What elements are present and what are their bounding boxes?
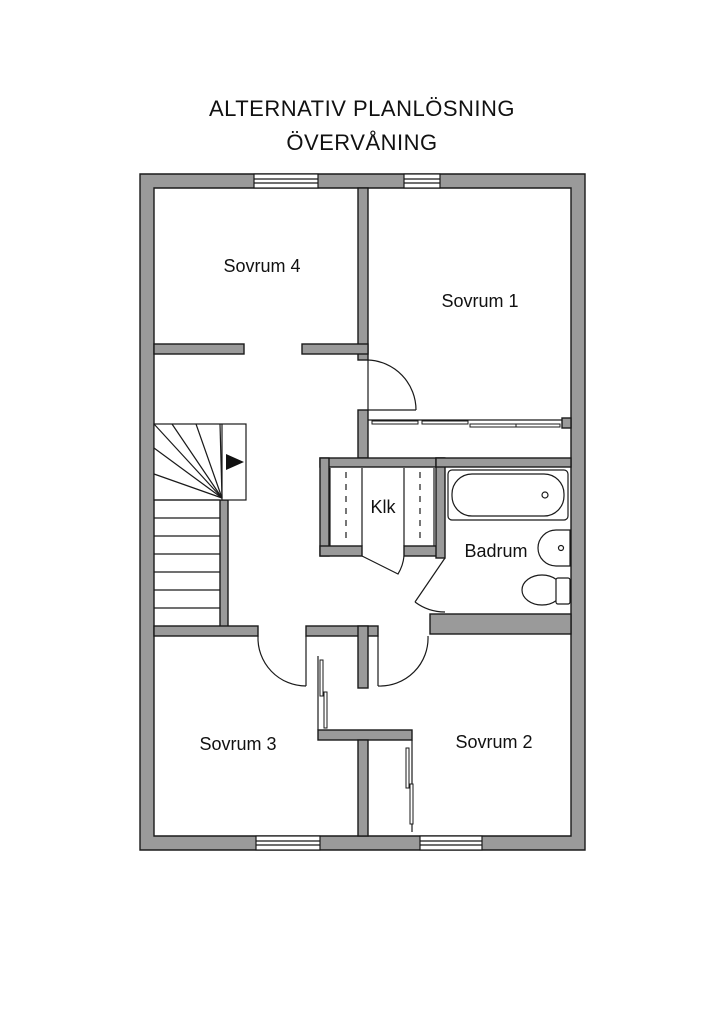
wall-klk-bottom-left [319,545,363,557]
wall-badrum-bottom [429,613,572,635]
room-label-badrum: Badrum [464,541,527,561]
door-badrum [414,557,446,613]
wall-klk-top [319,457,445,468]
window-bottom-right [419,835,483,851]
room-label-sovrum3: Sovrum 3 [199,734,276,754]
room-label-sovrum4: Sovrum 4 [223,256,300,276]
wall-badrum-left [435,457,446,559]
plan-subtitle: ÖVERVÅNING [286,130,438,155]
wall-sovrum4-bottom-left [153,343,245,355]
wardrobe-sliding-doors-sovrum1 [368,419,562,428]
staircase [153,423,247,609]
wall-corridor-middle [317,729,413,741]
room-label-sovrum2: Sovrum 2 [455,732,532,752]
wall-sovrum3-right-lower [357,739,369,837]
wall-sovrum4-vertical [357,187,369,361]
window-bottom-left [255,835,321,851]
sink-icon [537,529,571,567]
toilet-icon [521,574,571,606]
door-klk [361,555,405,575]
wall-sovrum4-bottom-right [301,343,369,355]
wardrobe-sliding-doors-sovrum2 [405,740,414,832]
wall-klk-left [319,457,330,557]
wall-badrum-top [435,457,572,468]
bathtub-icon [447,469,569,521]
wall-corridor-piece [305,625,379,637]
wall-sovrum3-top [153,625,259,637]
window-top-right [403,173,441,189]
window-top-left [253,173,319,189]
stair-direction-arrow-icon [226,454,244,470]
wall-sovrum3-right-upper [357,625,369,689]
door-sovrum3 [257,635,307,687]
wall-sovrum1-stub [357,409,369,459]
room-label-sovrum1: Sovrum 1 [441,291,518,311]
door-sovrum1 [367,359,417,411]
wardrobe-sliding-doors-sovrum3 [317,656,328,730]
plan-title: ALTERNATIV PLANLÖSNING [208,96,516,121]
wall-sovrum1-right-stub [561,417,572,429]
wall-stair-right [219,499,229,631]
closet-klk [329,468,435,575]
room-label-klk: Klk [370,497,396,517]
door-sovrum2 [377,635,429,687]
